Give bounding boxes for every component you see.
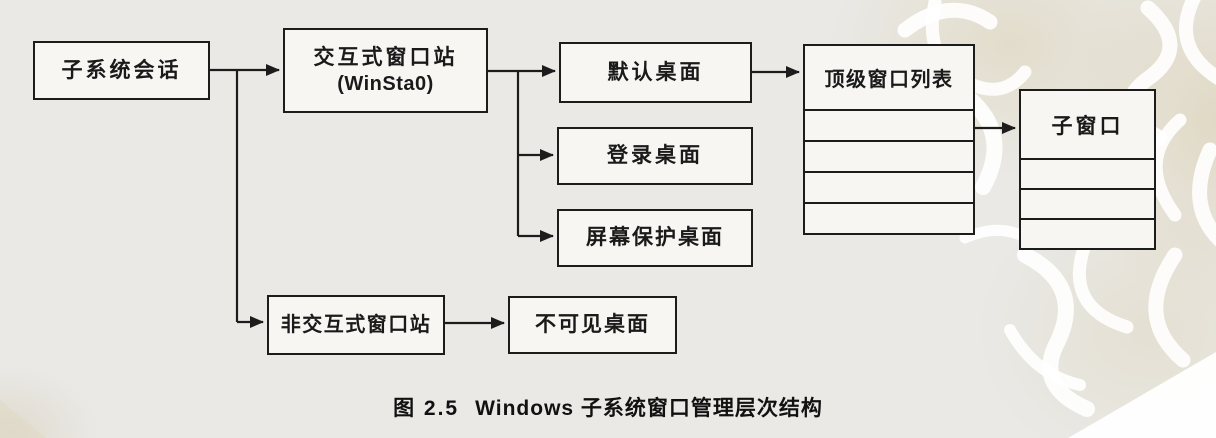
empty-row bbox=[805, 171, 973, 202]
empty-row bbox=[805, 109, 973, 140]
empty-row bbox=[805, 140, 973, 171]
box-toplevel-window-list: 顶级窗口列表 bbox=[803, 44, 975, 235]
box-screensaver-desktop: 屏幕保护桌面 bbox=[557, 209, 753, 267]
figure-number: 图 2.5 bbox=[393, 397, 460, 420]
figure-caption: 图 2.5 Windows 子系统窗口管理层次结构 bbox=[0, 392, 1216, 422]
box-logon-desktop: 登录桌面 bbox=[557, 127, 753, 185]
box-toplevel-window-list-label: 顶级窗口列表 bbox=[824, 69, 954, 91]
empty-row bbox=[1021, 218, 1154, 248]
box-child-window-label: 子窗口 bbox=[1051, 114, 1124, 138]
box-subsystem-session-label: 子系统会话 bbox=[61, 58, 182, 82]
box-child-window: 子窗口 bbox=[1019, 89, 1156, 250]
figure-title: Windows 子系统窗口管理层次结构 bbox=[475, 397, 823, 420]
box-interactive-window-station: 交互式窗口站 (WinSta0) bbox=[283, 28, 488, 113]
empty-row bbox=[1021, 188, 1154, 218]
box-noninteractive-window-station: 非交互式窗口站 bbox=[267, 295, 445, 355]
box-default-desktop-label: 默认桌面 bbox=[607, 60, 704, 84]
box-screensaver-desktop-label: 屏幕保护桌面 bbox=[586, 226, 724, 250]
box-logon-desktop-label: 登录桌面 bbox=[607, 144, 703, 168]
box-invisible-desktop: 不可见桌面 bbox=[508, 296, 677, 354]
box-noninteractive-window-station-label: 非交互式窗口站 bbox=[280, 314, 432, 336]
box-default-desktop: 默认桌面 bbox=[559, 42, 752, 103]
empty-row bbox=[805, 202, 973, 233]
box-subsystem-session: 子系统会话 bbox=[33, 41, 210, 100]
box-interactive-window-station-label: 交互式窗口站 bbox=[313, 45, 458, 69]
box-interactive-window-station-sublabel: (WinSta0) bbox=[337, 73, 434, 96]
empty-row bbox=[1021, 158, 1154, 188]
box-invisible-desktop-label: 不可见桌面 bbox=[535, 313, 650, 337]
